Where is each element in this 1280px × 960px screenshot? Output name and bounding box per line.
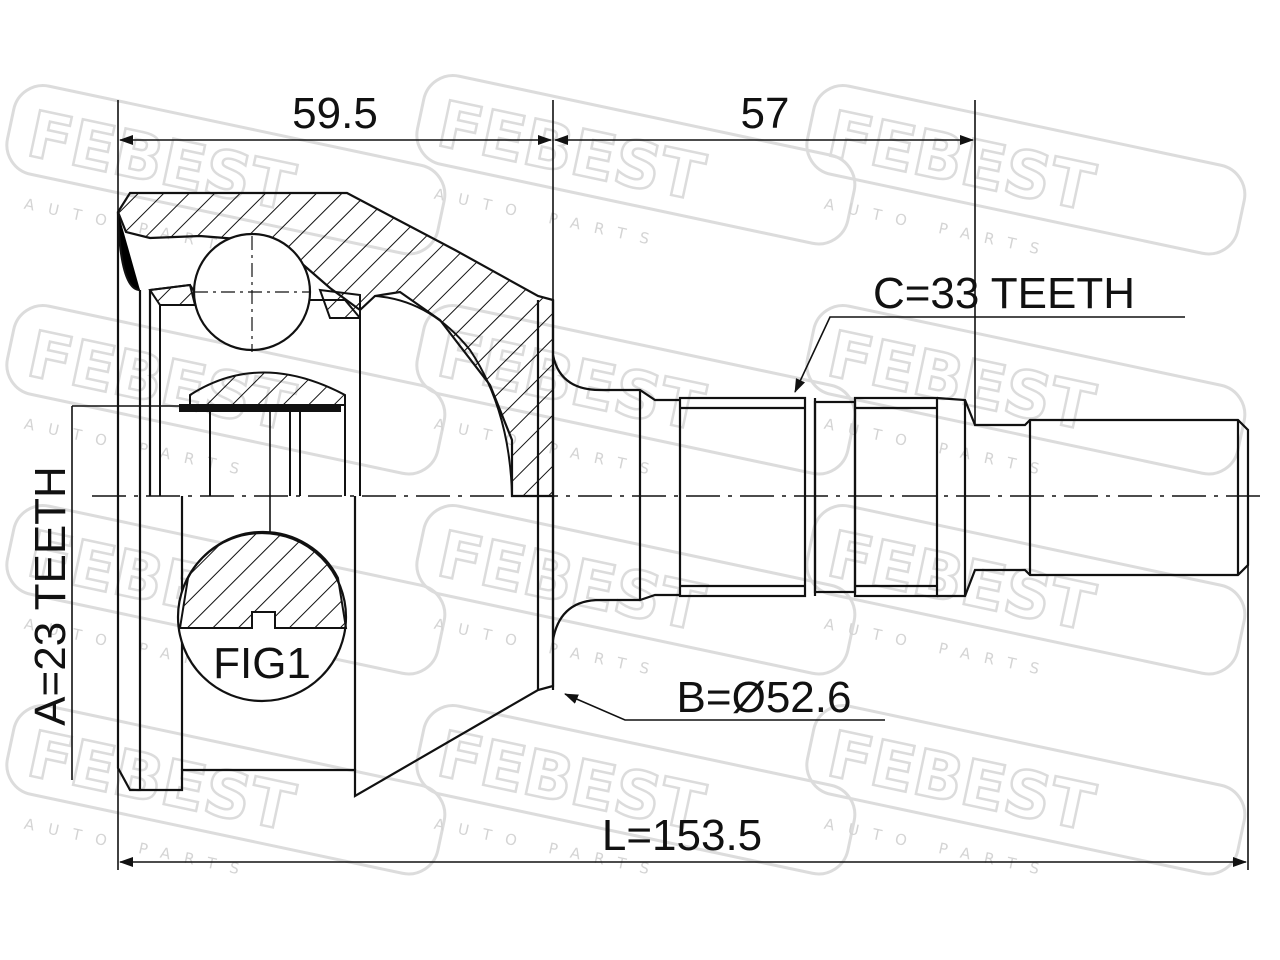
fig1-detail: FIG1 [176, 412, 348, 703]
callout-b-label: B=Ø52.6 [677, 673, 852, 722]
leader-b [564, 693, 885, 721]
dim-label-total: L=153.5 [602, 811, 762, 860]
dim-label-59-5: 59.5 [292, 89, 378, 138]
inner-bore [374, 295, 513, 497]
watermark-low-right: FEBEST AUTO PARTS [805, 504, 1247, 681]
watermark-bottom-right: FEBEST AUTO PARTS [805, 704, 1247, 881]
watermark-top-center: FEBEST AUTO PARTS [415, 74, 857, 251]
spline-section-3 [853, 396, 939, 598]
dim-label-57: 57 [741, 89, 790, 138]
shaft [551, 354, 1250, 641]
callout-leaders [564, 316, 1185, 721]
watermark-bottom-center: FEBEST AUTO PARTS [415, 704, 857, 881]
outer-housing [116, 191, 555, 798]
callout-c-label: C=33 TEETH [873, 269, 1135, 318]
leader-c [794, 316, 1185, 393]
fig1-label: FIG1 [213, 639, 311, 688]
dimension-lines [119, 135, 1247, 867]
inner-race [148, 283, 361, 496]
callout-a-label: A=23 TEETH [26, 466, 75, 726]
watermark-bottom-left: FEBEST AUTO PARTS [5, 704, 447, 881]
ball [192, 232, 312, 352]
watermark-top-right: FEBEST AUTO PARTS [805, 84, 1247, 261]
spline-section-1 [678, 396, 807, 598]
